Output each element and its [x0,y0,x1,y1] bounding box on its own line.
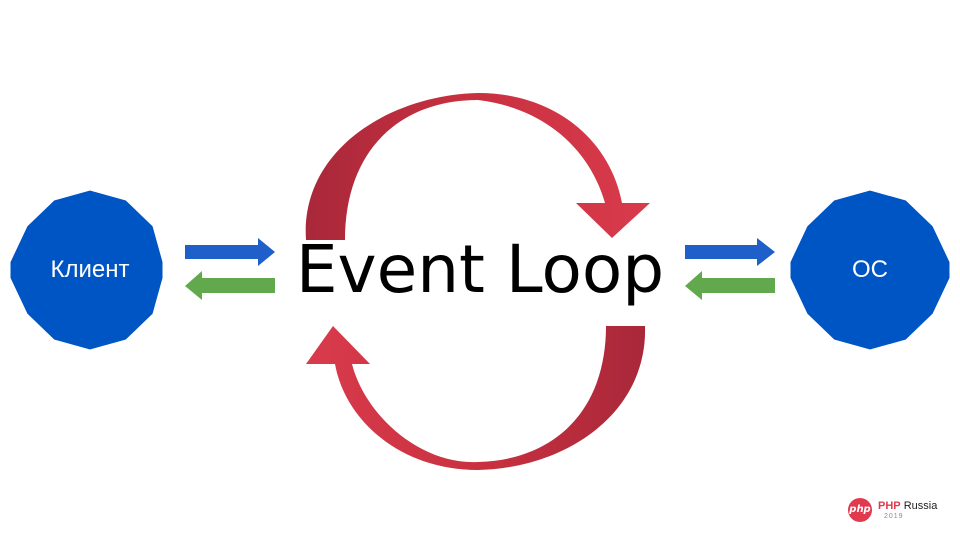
os-label: ОС [852,256,888,283]
event-loop-title: Event Loop [295,231,665,308]
request-arrow-right-icon [685,238,775,266]
client-label: Клиент [50,256,130,283]
php-badge-icon: php [848,498,872,522]
response-arrow-left-icon [185,271,275,300]
logo-year: 2019 [884,513,904,520]
response-arrow-left-icon [685,271,775,300]
conference-logo: php PHP Russia 2019 [848,498,952,524]
logo-name: PHP Russia [878,500,937,512]
loop-arrow-top-icon [305,93,650,240]
client-node [9,189,164,351]
loop-arrow-bottom-icon [306,326,646,470]
logo-name-rest: Russia [903,500,938,512]
request-arrow-right-icon [185,238,275,266]
logo-name-bold: PHP [878,500,901,512]
os-node [789,189,951,351]
